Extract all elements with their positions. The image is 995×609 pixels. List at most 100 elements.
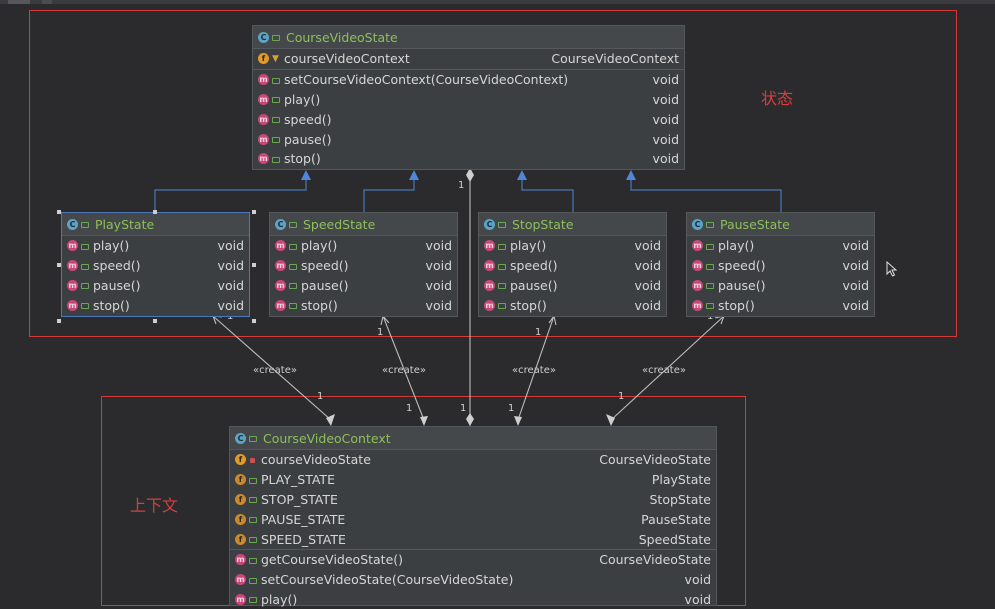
- method-row[interactable]: m speed() void: [253, 109, 684, 129]
- mult-speed-top: 1: [377, 327, 384, 338]
- class-header[interactable]: C CourseVideoState: [253, 26, 684, 49]
- method-row[interactable]: m setCourseVideoContext(CourseVideoConte…: [253, 70, 684, 90]
- field-type: StopState: [649, 491, 711, 507]
- create-label-stop: «create»: [512, 365, 556, 376]
- class-course-video-state[interactable]: C CourseVideoState f ▼ courseVideoContex…: [252, 25, 685, 170]
- public-icon: [81, 262, 89, 270]
- method-row[interactable]: m pause() void: [253, 129, 684, 149]
- private-icon: [249, 456, 257, 464]
- method-name: pause(): [93, 277, 141, 293]
- toolbar-tab[interactable]: [8, 0, 30, 4]
- field-icon: f: [258, 53, 269, 65]
- class-header[interactable]: C PauseState: [687, 213, 874, 236]
- class-header[interactable]: C PlayState: [62, 213, 249, 236]
- method-icon: m: [275, 299, 286, 311]
- method-name: pause(): [510, 277, 558, 293]
- mult-pause-bottom: 1: [618, 391, 625, 402]
- public-icon: [498, 220, 506, 228]
- method-icon: m: [692, 279, 703, 291]
- method-icon: m: [484, 299, 495, 311]
- method-row[interactable]: m play() void: [253, 90, 684, 110]
- field-type: PauseState: [641, 511, 711, 527]
- field-type: CourseVideoState: [599, 452, 711, 468]
- diamond-bottom: [466, 413, 474, 426]
- mult-stop-bottom: 1: [508, 403, 515, 414]
- public-icon: [498, 242, 506, 250]
- field-name: courseVideoContext: [284, 51, 410, 67]
- resize-handle[interactable]: [57, 210, 61, 214]
- resize-handle[interactable]: [153, 210, 157, 214]
- resize-handle[interactable]: [57, 263, 61, 267]
- create-label-pause: «create»: [642, 365, 686, 376]
- resize-handle[interactable]: [252, 319, 256, 323]
- state-region-label: 状态: [761, 89, 794, 108]
- resize-handle[interactable]: [153, 319, 157, 323]
- class-header[interactable]: C StopState: [479, 213, 666, 236]
- method-icon: m: [484, 279, 495, 291]
- inherit-pausestate: [630, 178, 782, 212]
- public-icon: [249, 476, 257, 484]
- method-type: void: [652, 151, 679, 167]
- resize-handle[interactable]: [57, 319, 61, 323]
- public-icon: [706, 220, 714, 228]
- public-icon: [81, 281, 89, 290]
- assoc-pausestate: [610, 315, 725, 421]
- public-icon: [289, 262, 297, 270]
- method-name: setCourseVideoState(CourseVideoState): [261, 572, 514, 588]
- method-icon: m: [692, 260, 703, 272]
- method-name: stop(): [718, 297, 755, 313]
- public-icon: [81, 301, 89, 310]
- method-type: void: [217, 277, 244, 293]
- public-icon: [249, 576, 257, 584]
- diamond-speed: [420, 416, 428, 426]
- class-header[interactable]: C SpeedState: [270, 213, 457, 236]
- method-name: getCourseVideoState(): [261, 552, 404, 568]
- mult-speed-bottom: 1: [406, 403, 413, 414]
- method-type: void: [842, 297, 869, 313]
- diamond-top: [466, 168, 474, 182]
- public-icon: [249, 495, 257, 504]
- resize-handle[interactable]: [252, 263, 256, 267]
- resize-handle[interactable]: [252, 210, 256, 214]
- toolbar-tab-2[interactable]: [42, 0, 52, 4]
- class-header[interactable]: C CourseVideoContext: [230, 427, 716, 450]
- method-row[interactable]: m stop() void: [253, 149, 684, 169]
- static-field-icon: f: [235, 513, 246, 525]
- field-row[interactable]: f ▼ courseVideoContext CourseVideoContex…: [253, 49, 684, 69]
- method-type: CourseVideoState: [599, 552, 711, 568]
- public-icon: [289, 242, 297, 250]
- class-icon: C: [67, 218, 78, 230]
- method-name: play(): [718, 238, 755, 254]
- method-type: void: [842, 258, 869, 274]
- method-type: void: [652, 91, 679, 107]
